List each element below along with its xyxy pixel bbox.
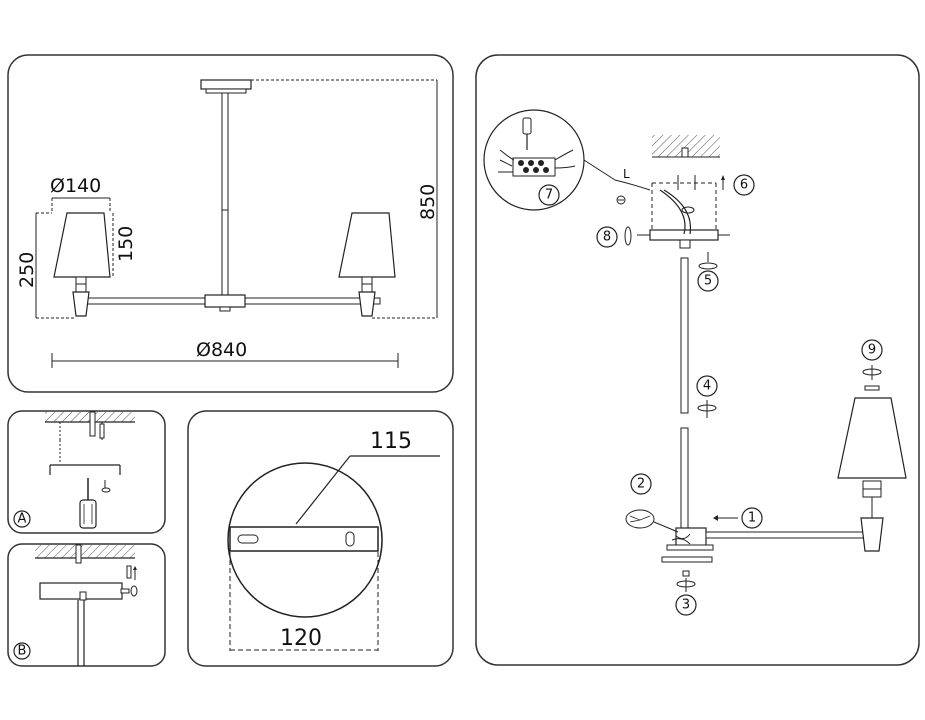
nut-icon xyxy=(697,400,717,418)
shade-ring xyxy=(862,365,882,391)
wire-connector-icon xyxy=(625,509,679,533)
panel-a-label: A xyxy=(18,512,27,527)
dim-total-height: 850 xyxy=(417,184,439,220)
step-9: 9 xyxy=(868,343,876,358)
wiring-detail-bubble xyxy=(483,109,616,211)
panel-assembly: 7 L 6 xyxy=(475,54,920,666)
suspension-rod xyxy=(221,92,229,299)
hub-assembly xyxy=(661,527,714,563)
terminal-block-icon xyxy=(512,157,556,177)
screwdriver-icon xyxy=(79,478,97,529)
wire-tag: L xyxy=(623,167,630,181)
panel-b-label: B xyxy=(18,644,27,659)
step-1: 1 xyxy=(748,511,756,526)
panel-dimensions: Ø140 150 250 850 Ø840 xyxy=(7,54,454,393)
dim-shade-height: 150 xyxy=(115,226,137,262)
lower-rod xyxy=(680,427,689,529)
nut-icon xyxy=(676,570,696,592)
dim-lamp-height: 250 xyxy=(16,252,38,288)
left-lamp xyxy=(53,212,111,317)
screw-icon xyxy=(624,226,730,246)
step-5: 5 xyxy=(704,274,712,289)
horizontal-arm xyxy=(705,531,867,539)
step-2: 2 xyxy=(637,477,645,492)
panel-a-ceiling-mounting: A xyxy=(7,410,166,534)
lamp-socket xyxy=(860,480,884,552)
panel-b-canopy-fixing: B xyxy=(7,543,166,667)
upper-rod xyxy=(680,257,689,414)
dim-shade-diameter: Ø140 xyxy=(50,175,101,197)
nut-icon xyxy=(698,252,718,270)
center-hub xyxy=(204,294,246,308)
screw-icon xyxy=(101,480,111,493)
step-4: 4 xyxy=(703,379,711,394)
step-6: 6 xyxy=(740,178,748,193)
dim-span: Ø840 xyxy=(196,339,247,361)
ceiling-canopy xyxy=(200,79,252,90)
step-8: 8 xyxy=(603,230,611,245)
right-lamp xyxy=(338,212,396,317)
panel-mounting-plate: 115 120 xyxy=(187,410,454,667)
lamp-shade xyxy=(837,397,907,479)
dim-plate-width: 120 xyxy=(280,626,322,651)
step-3: 3 xyxy=(682,598,690,613)
screwdriver-icon xyxy=(522,117,532,150)
dim-plate-diameter: 115 xyxy=(370,429,412,454)
step-7: 7 xyxy=(545,188,553,203)
canopy xyxy=(649,175,725,249)
